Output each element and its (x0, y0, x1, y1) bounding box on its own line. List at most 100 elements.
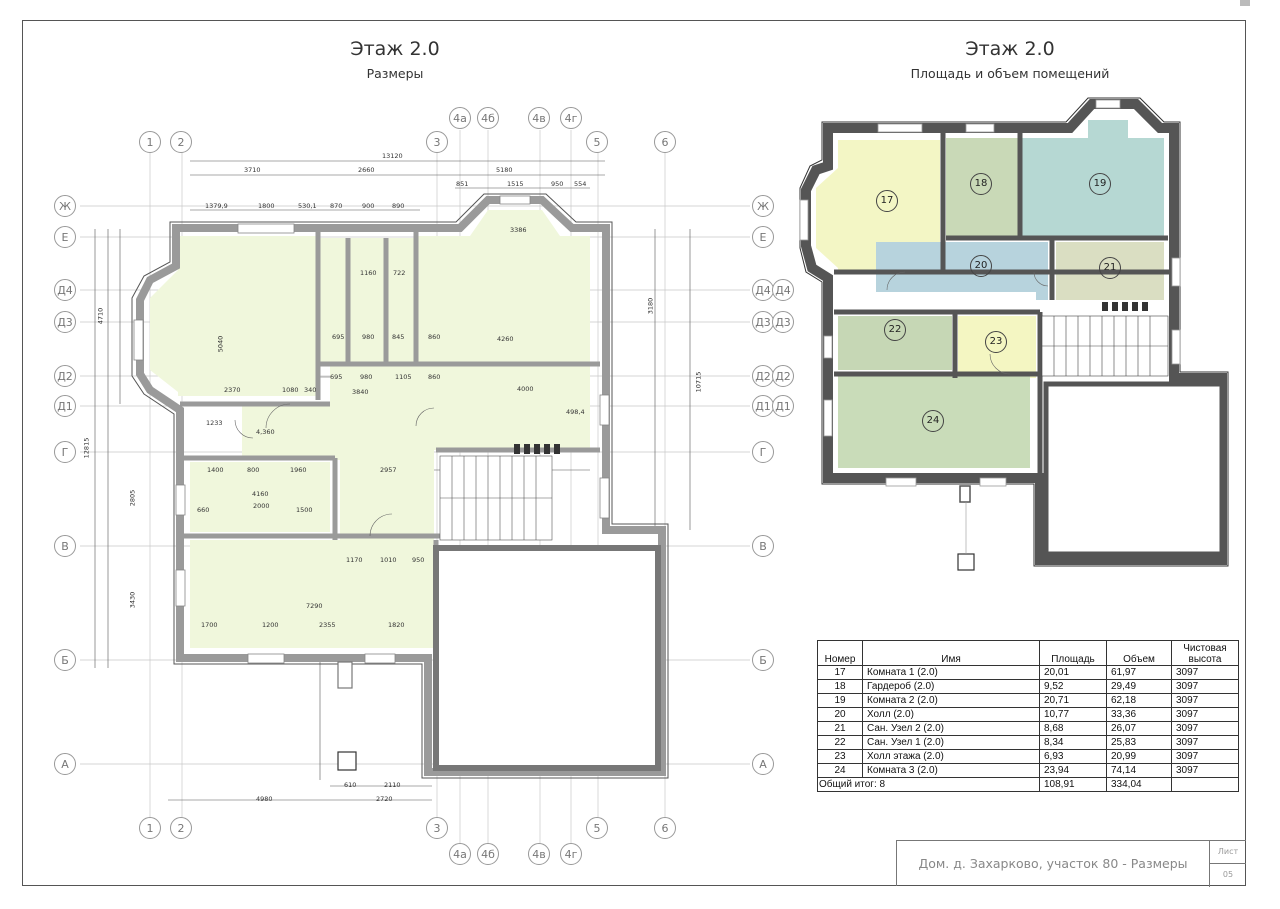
axis-bubble-3-top: 3 (426, 131, 448, 153)
dim-top3-a: 1379,9 (205, 202, 228, 210)
dim-top2-b: 1515 (507, 180, 524, 188)
dim-inner-860b: 860 (428, 373, 441, 381)
schedule-header-area: Площадь (1039, 640, 1107, 666)
schedule-cell-name: Комната 1 (2.0) (862, 665, 1040, 680)
schedule-cell-area: 20,71 (1039, 693, 1107, 708)
axis-bubble-v-left: В (54, 535, 76, 557)
dim-bottom-d: 2720 (376, 795, 393, 803)
dim-inner-660: 660 (197, 506, 210, 514)
axis-bubble-4a-top: 4а (449, 107, 471, 129)
schedule-cell-area: 20,01 (1039, 665, 1107, 680)
axis-bubble-6-top: 6 (654, 131, 676, 153)
schedule-cell-number: 21 (817, 721, 863, 736)
right-outer-wall-lines (799, 97, 1229, 567)
schedule-cell-area: 8,34 (1039, 735, 1107, 750)
dim-inner-4000: 4000 (517, 385, 534, 393)
schedule-cell-volume: 74,14 (1106, 763, 1172, 778)
axis-bubble-d1-plan2: Д1 (772, 395, 794, 417)
dim-top1-a: 3710 (244, 166, 261, 174)
axis-bubble-2-top: 2 (170, 131, 192, 153)
left-outer-walls (131, 193, 669, 779)
left-chimney (337, 661, 353, 689)
right-outer-walls (801, 99, 1227, 565)
dim-inner-3180: 3180 (646, 297, 655, 315)
axis-bubble-4b-top: 4б (477, 107, 499, 129)
axis-bubble-e-left: Е (54, 226, 76, 248)
dim-top2-d: 554 (574, 180, 587, 188)
axis-bubble-a-right: А (752, 753, 774, 775)
axis-bubble-e-right: Е (752, 226, 774, 248)
axis-bubble-2-bottom: 2 (170, 817, 192, 839)
schedule-header-number: Номер (817, 640, 863, 666)
axis-bubble-d1-left: Д1 (54, 395, 76, 417)
right-fixtures (1102, 302, 1148, 311)
dim-inner-1170: 1170 (346, 556, 363, 564)
dim-inner-7290: 7290 (306, 602, 323, 610)
dim-top1-b: 2660 (358, 166, 375, 174)
schedule-cell-volume: 61,97 (1106, 665, 1172, 680)
axis-bubble-1-bottom: 1 (139, 817, 161, 839)
dim-inner-4360: 4,360 (256, 428, 275, 436)
dim-top3-d: 870 (330, 202, 343, 210)
room-bubble-24: 24 (922, 410, 944, 432)
dim-inner-1080: 1080 (282, 386, 299, 394)
axis-bubble-3-bottom: 3 (426, 817, 448, 839)
schedule-total-volume: 334,04 (1106, 777, 1172, 792)
dim-right-total: 10715 (694, 371, 703, 393)
schedule-cell-area: 10,77 (1039, 707, 1107, 722)
dim-inner-695b: 695 (330, 373, 343, 381)
schedule-cell-name: Гардероб (2.0) (862, 679, 1040, 694)
room-bubble-23: 23 (985, 331, 1007, 353)
axis-bubble-d2-right: Д2 (752, 365, 774, 387)
dim-top3-b: 1800 (258, 202, 275, 210)
dim-inner-1500: 1500 (296, 506, 313, 514)
axis-bubble-5-top: 5 (586, 131, 608, 153)
axis-bubble-1-top: 1 (139, 131, 161, 153)
dim-inner-2370: 2370 (224, 386, 241, 394)
dim-top3-f: 890 (392, 202, 405, 210)
schedule-cell-number: 19 (817, 693, 863, 708)
dim-inner-1700: 1700 (201, 621, 218, 629)
schedule-cell-name: Комната 3 (2.0) (862, 763, 1040, 778)
dim-overall: 13120 (382, 152, 403, 160)
axis-bubble-d4-plan2: Д4 (772, 279, 794, 301)
drawing-sheet-frame (22, 20, 1246, 886)
schedule-cell-height: 3097 (1171, 721, 1239, 736)
left-plan-title-block: Этаж 2.0 Размеры (280, 38, 510, 81)
dim-inner-4260: 4260 (497, 335, 514, 343)
schedule-cell-area: 23,94 (1039, 763, 1107, 778)
dim-inner-340: 340 (304, 386, 317, 394)
schedule-cell-name: Комната 2 (2.0) (862, 693, 1040, 708)
dim-inner-4984: 498,4 (566, 408, 585, 416)
dim-inner-1105: 1105 (395, 373, 412, 381)
right-doors (886, 271, 1049, 375)
schedule-cell-height: 3097 (1171, 693, 1239, 708)
left-doors (234, 403, 435, 537)
dim-left-b: 2805 (128, 489, 137, 507)
schedule-header-name: Имя (862, 640, 1040, 666)
room-bubble-22: 22 (884, 319, 906, 341)
dim-inner-3386: 3386 (510, 226, 527, 234)
schedule-cell-name: Холл (2.0) (862, 707, 1040, 722)
axis-bubble-4g-top: 4г (560, 107, 582, 129)
dim-inner-800: 800 (247, 466, 260, 474)
dim-inner-5040: 5040 (216, 335, 225, 353)
dim-bottom-b: 610 (344, 781, 357, 789)
schedule-cell-area: 6,93 (1039, 749, 1107, 764)
dim-bottom-a: 4980 (256, 795, 273, 803)
schedule-cell-name: Сан. Узел 2 (2.0) (862, 721, 1040, 736)
axis-bubble-b-right: Б (752, 649, 774, 671)
axis-bubble-6-bottom: 6 (654, 817, 676, 839)
left-plan-title: Этаж 2.0 (350, 38, 440, 60)
schedule-cell-height: 3097 (1171, 665, 1239, 680)
schedule-cell-height: 3097 (1171, 763, 1239, 778)
room-bubble-20: 20 (970, 255, 992, 277)
axis-bubble-4a-bottom: 4а (449, 843, 471, 865)
